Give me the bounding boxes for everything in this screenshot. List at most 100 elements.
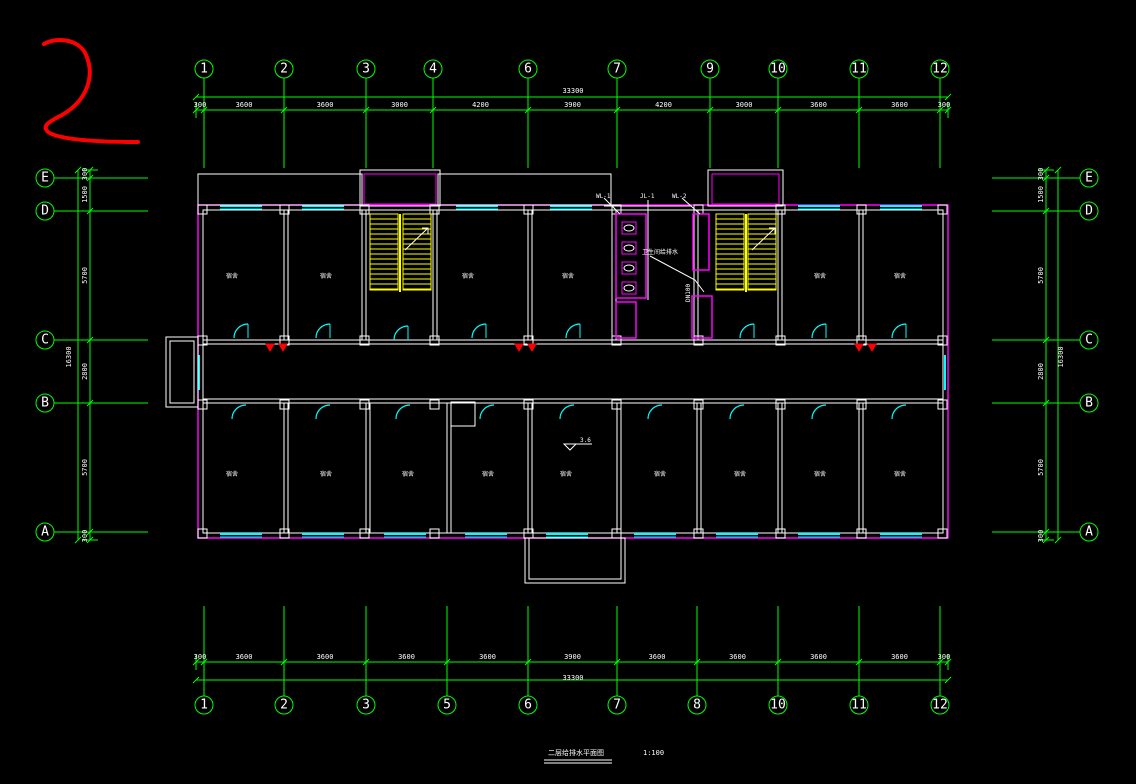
bottom-dim-segment: 300 (938, 653, 951, 661)
left-dim-segment: 1500 (81, 186, 89, 203)
bottom-dim-tick (192, 676, 200, 684)
room-label-bottom: 宿舍 (402, 470, 414, 478)
toilet-stalls (615, 213, 647, 299)
door-top (891, 323, 907, 339)
room-label-top: 宿舍 (226, 272, 238, 280)
axis-label-left: B (41, 396, 49, 411)
axis-label-top: 3 (362, 62, 370, 77)
structural-column (429, 399, 440, 410)
axis-label-top: 6 (524, 62, 532, 77)
roof-overhang-mid (437, 173, 612, 206)
structural-column (693, 335, 704, 346)
right-dim-segment: 5700 (1037, 267, 1045, 284)
inner-wall (202, 209, 944, 534)
right-dim-tick (1054, 166, 1062, 174)
room-label-top: 宿舍 (462, 272, 474, 280)
door-top (393, 325, 409, 341)
top-dim-segment: 3600 (236, 101, 253, 109)
room-label-bottom: 宿舍 (482, 470, 494, 478)
fire-hydrant-symbol (514, 343, 524, 353)
right-dim-tick (1054, 536, 1062, 544)
door-bottom (231, 404, 247, 420)
axis-label-right: B (1085, 396, 1093, 411)
room-label-bottom: 宿舍 (320, 470, 332, 478)
room-label-bottom: 宿舍 (654, 470, 666, 478)
axis-label-top: 11 (851, 62, 867, 77)
bottom-dim-segment: 3600 (810, 653, 827, 661)
top-dim-segment: 4200 (655, 101, 672, 109)
structural-column (937, 204, 948, 215)
roof-overhang-left (197, 173, 363, 206)
door-bottom (647, 404, 663, 420)
toilet-bowl (623, 264, 635, 272)
room-label-bottom: 宿舍 (734, 470, 746, 478)
structural-column (359, 335, 370, 346)
urinal-trough (692, 213, 710, 271)
axis-label-bottom: 2 (280, 698, 288, 713)
structural-column (856, 528, 867, 539)
bottom-dim-segment: 300 (194, 653, 207, 661)
left-dim-tick (74, 536, 82, 544)
pipe-leader (681, 197, 701, 215)
bottom-dim-segment: 3900 (564, 653, 581, 661)
axis-label-top: 10 (770, 62, 786, 77)
red-annotation-mark (42, 38, 140, 144)
axis-label-top: 7 (613, 62, 621, 77)
structural-column (937, 528, 948, 539)
room-label-bottom: 宿舍 (560, 470, 572, 478)
structural-column (937, 399, 948, 410)
structural-column (359, 204, 370, 215)
right-dim-segment: 300 (1037, 530, 1045, 543)
toilet-bowl (623, 224, 635, 232)
door-bottom (479, 404, 495, 420)
balcony-south (524, 537, 626, 584)
toilet-fixture (621, 221, 637, 235)
structural-column (359, 399, 370, 410)
structural-column (611, 399, 622, 410)
axis-label-bottom: 5 (443, 698, 451, 713)
axis-label-bottom: 11 (851, 698, 867, 713)
axis-label-right: A (1085, 525, 1093, 540)
stair-head-right (707, 169, 784, 207)
axis-label-left: E (41, 171, 49, 186)
door-top (471, 323, 487, 339)
door-top (315, 323, 331, 339)
room-labels: 宿舍宿舍宿舍宿舍宿舍宿舍宿舍宿舍宿舍宿舍宿舍宿舍宿舍宿舍宿舍 (226, 272, 906, 478)
axis-label-top: 9 (706, 62, 714, 77)
axis-label-top: 1 (200, 62, 208, 77)
riser-label-3: WL-2 (672, 193, 687, 200)
axis-label-bottom: 1 (200, 698, 208, 713)
top-dim-segment: 300 (938, 101, 951, 109)
fire-hydrant-symbol (278, 343, 288, 353)
structural-column (937, 335, 948, 346)
balcony-west-inner (169, 340, 195, 404)
toilet-bowl (623, 244, 635, 252)
left-total-dimension: 16300 (65, 346, 73, 367)
structural-column (775, 335, 786, 346)
right-dim-segment: 2800 (1037, 363, 1045, 380)
structural-column (775, 528, 786, 539)
door-bottom (811, 404, 827, 420)
shaft-box (450, 401, 476, 427)
top-dim-segment: 3600 (891, 101, 908, 109)
toilet-label: 卫生间给排水 (642, 248, 678, 256)
left-dim-segment: 5700 (81, 267, 89, 284)
toilet-fixture (621, 261, 637, 275)
bottom-dim-segment: 3600 (317, 653, 334, 661)
right-dim-segment: 1500 (1037, 186, 1045, 203)
structural-column (279, 399, 290, 410)
structural-column (279, 528, 290, 539)
axis-label-right: E (1085, 171, 1093, 186)
room-label-top: 宿舍 (814, 272, 826, 280)
stair-arrow-left (404, 227, 429, 251)
fire-hydrant-symbol (867, 343, 877, 353)
door-top (811, 323, 827, 339)
room-label-top: 宿舍 (320, 272, 332, 280)
top-dim-segment: 4200 (472, 101, 489, 109)
stair-head-left-outline (363, 173, 437, 205)
elevation-mark: 3.6 (580, 437, 591, 444)
wash-basin-left (615, 301, 637, 339)
top-total-dimension: 33300 (562, 87, 583, 95)
